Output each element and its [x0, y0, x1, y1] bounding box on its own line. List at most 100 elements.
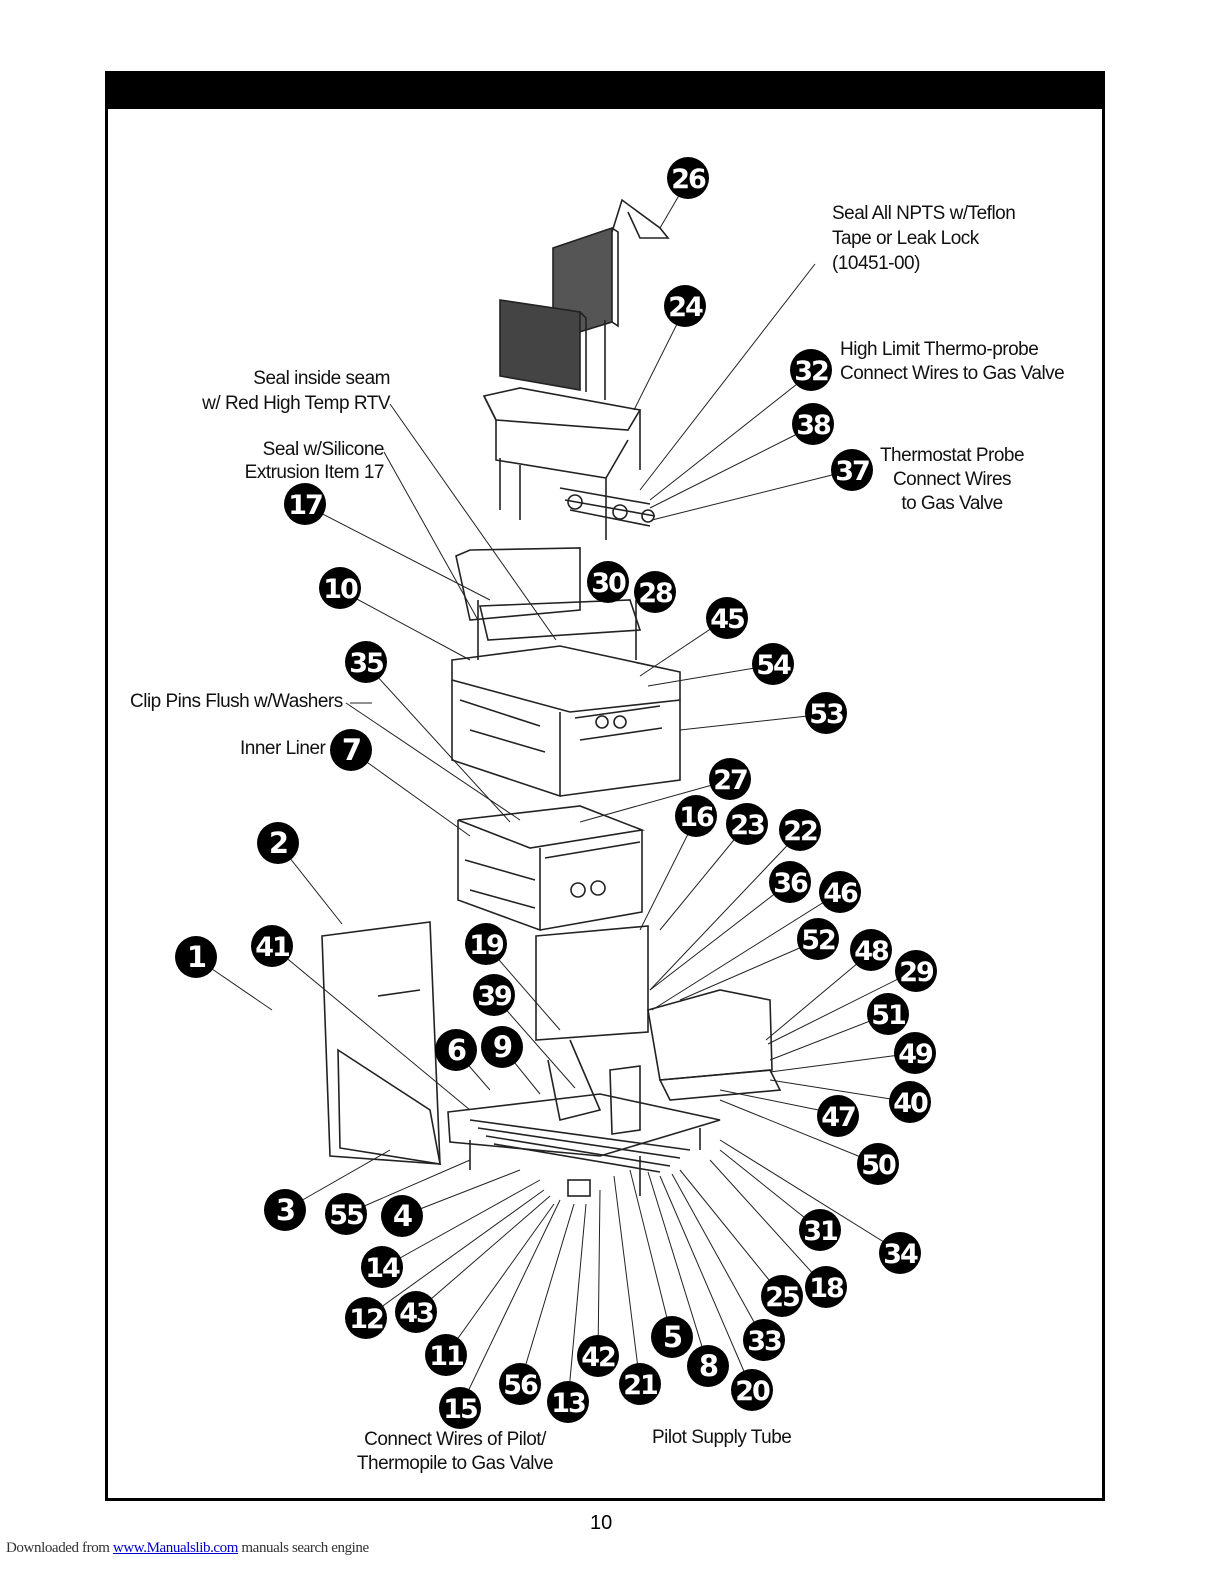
callout-high-limit-line2: Connect Wires to Gas Valve: [840, 363, 1065, 384]
part-badge-label: 2: [269, 826, 287, 860]
part-badge-46: 46: [819, 871, 861, 913]
footer-suffix: manuals search engine: [238, 1540, 369, 1556]
part-badge-label: 14: [365, 1253, 400, 1284]
part-badge-label: 18: [809, 1273, 844, 1304]
part-badge-40: 40: [889, 1081, 931, 1123]
part-badge-45: 45: [706, 597, 748, 639]
header-bar: [105, 71, 1105, 109]
part-badge-label: 55: [329, 1200, 363, 1231]
part-badge-28: 28: [634, 571, 676, 613]
part-badge-label: 23: [730, 810, 764, 841]
part-badge-41: 41: [251, 925, 293, 967]
part-badge-label: 56: [503, 1370, 538, 1401]
part-badge-label: 41: [255, 932, 289, 963]
side-panel: [321, 921, 441, 1165]
part-badge-label: 29: [899, 957, 934, 988]
callout-seal-inside-line2: w/ Red High Temp RTV: [202, 393, 390, 414]
footer-link[interactable]: www.Manualslib.com: [112, 1540, 239, 1556]
part-badge-label: 6: [447, 1033, 466, 1067]
part-badge-circle: [499, 1363, 541, 1405]
part-badge-47: 47: [817, 1095, 859, 1137]
part-badge-label: 54: [756, 650, 791, 681]
part-badge-circle: [577, 1335, 619, 1377]
part-badge-circle: [675, 795, 717, 837]
part-badge-22: 22: [779, 809, 821, 851]
page-number: 10: [590, 1512, 613, 1534]
part-badge-circle: [651, 1316, 693, 1358]
part-badge-circle: [634, 571, 676, 613]
part-badge-36: 36: [769, 861, 811, 903]
part-badge-circle: [465, 923, 507, 965]
part-badge-label: 7: [342, 733, 360, 767]
part-badge-circle: [726, 803, 768, 845]
part-badge-label: 20: [735, 1376, 770, 1407]
part-badge-label: 17: [288, 490, 322, 521]
part-badge-19: 19: [465, 923, 507, 965]
part-badge-label: 53: [809, 699, 843, 730]
fry-basket-front: [499, 299, 587, 392]
part-badge-label: 30: [591, 568, 626, 599]
callout-thermostat-line2: Connect Wires: [892, 469, 1012, 490]
part-badge-circle: [439, 1387, 481, 1429]
part-badge-label: 40: [893, 1088, 928, 1119]
part-badge-circle: [850, 929, 892, 971]
callout-seal-silicone-line2: Extrusion Item 17: [244, 462, 385, 483]
part-badge-circle: [805, 1266, 847, 1308]
part-badge-7: 7: [330, 729, 372, 771]
part-badge-circle: [664, 285, 706, 327]
part-badge-label: 5: [663, 1320, 682, 1354]
callout-seal-silicone-line1: Seal w/Silicone: [262, 439, 385, 460]
part-badge-26: 26: [667, 157, 709, 199]
part-badge-label: 19: [469, 930, 504, 961]
part-badge-label: 26: [671, 164, 706, 195]
part-badge-label: 45: [710, 604, 744, 635]
part-badge-14: 14: [361, 1246, 403, 1288]
part-badge-circle: [889, 1081, 931, 1123]
part-badge-55: 55: [325, 1193, 367, 1235]
part-badge-label: 1: [187, 940, 206, 974]
part-badge-label: 33: [747, 1326, 781, 1357]
part-badge-label: 34: [883, 1239, 918, 1270]
part-badge-circle: [251, 925, 293, 967]
heat-shield: [535, 925, 649, 1121]
part-badge-circle: [687, 1345, 729, 1387]
part-badge-circle: [743, 1319, 785, 1361]
part-badge-label: 46: [823, 878, 858, 909]
part-badge-circle: [473, 974, 515, 1016]
part-badge-27: 27: [709, 758, 751, 800]
part-badge-label: 49: [898, 1039, 933, 1070]
part-badge-circle: [709, 758, 751, 800]
part-badge-circle: [799, 1209, 841, 1251]
part-badge-circle: [894, 1032, 936, 1074]
part-badge-label: 3: [276, 1193, 294, 1227]
part-badge-label: 50: [861, 1150, 896, 1181]
part-badge-15: 15: [439, 1387, 481, 1429]
part-badge-circle: [706, 597, 748, 639]
part-badge-30: 30: [587, 561, 629, 603]
part-badge-39: 39: [473, 974, 515, 1016]
part-badge-circle: [879, 1232, 921, 1274]
part-badge-35: 35: [345, 641, 387, 683]
part-badge-54: 54: [752, 643, 794, 685]
part-badge-circle: [867, 993, 909, 1035]
part-badge-label: 47: [821, 1102, 855, 1133]
part-badge-circle: [792, 403, 834, 445]
part-badge-16: 16: [675, 795, 717, 837]
burner-base: [447, 1093, 721, 1197]
part-badge-circle: [790, 349, 832, 391]
callout-pilot-supply: Pilot Supply Tube: [652, 1427, 792, 1448]
part-badge-3: 3: [264, 1189, 306, 1231]
part-badge-circle: [264, 1189, 306, 1231]
part-badge-52: 52: [797, 918, 839, 960]
part-badge-42: 42: [577, 1335, 619, 1377]
part-badge-label: 39: [477, 981, 512, 1012]
part-badge-9: 9: [481, 1026, 523, 1068]
part-badge-circle: [425, 1334, 467, 1376]
part-badge-label: 13: [551, 1388, 585, 1419]
part-badge-circle: [381, 1195, 423, 1237]
part-badge-25: 25: [761, 1275, 803, 1317]
part-badge-label: 37: [835, 456, 869, 487]
part-badge-38: 38: [792, 403, 834, 445]
